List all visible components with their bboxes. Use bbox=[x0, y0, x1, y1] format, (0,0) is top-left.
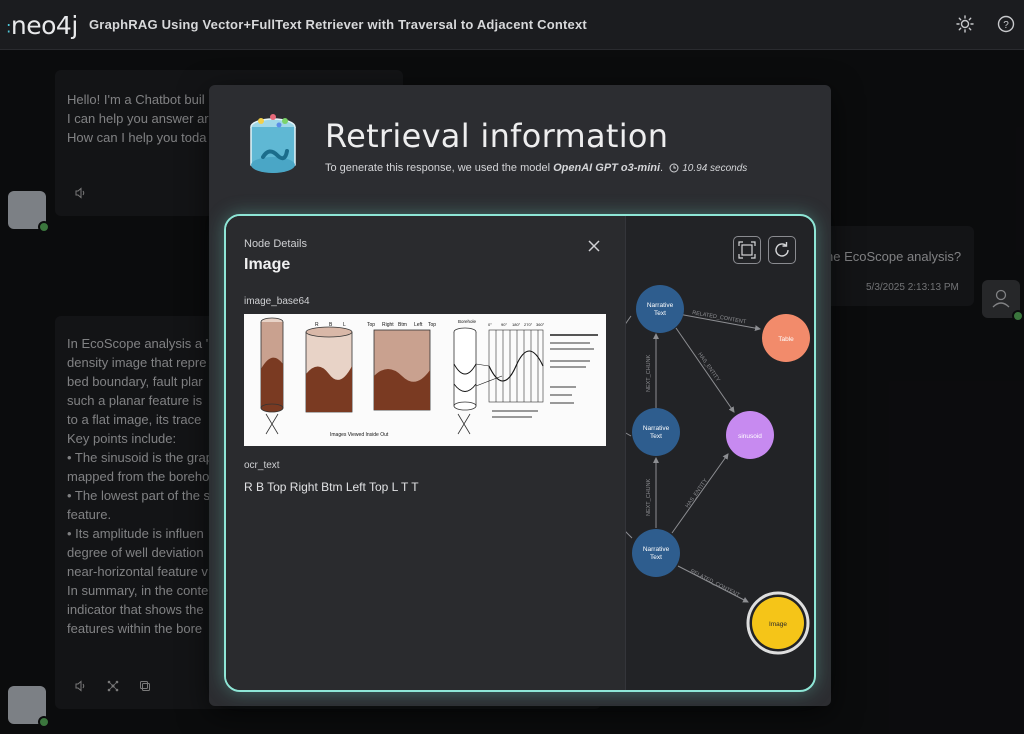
user-avatar bbox=[982, 280, 1024, 322]
response-duration: 10.94 seconds bbox=[682, 163, 748, 174]
graph-edge bbox=[677, 565, 749, 603]
online-status-icon bbox=[1012, 310, 1024, 322]
image-label: Top bbox=[367, 322, 375, 328]
help-icon[interactable]: ? bbox=[996, 14, 1016, 34]
database-illustration-icon bbox=[245, 113, 301, 183]
copy-icon[interactable] bbox=[139, 678, 151, 697]
graph-icon[interactable] bbox=[107, 678, 119, 697]
graph-panel: RELATED_CONTENT HAS_ENTITY NEXT_CHUNK HA… bbox=[224, 214, 816, 692]
modal-title: Retrieval information bbox=[325, 117, 669, 155]
clock-icon bbox=[669, 163, 679, 176]
node-label: Table bbox=[778, 336, 794, 343]
graph-node-narrative-text[interactable]: Narrative Text bbox=[632, 529, 680, 577]
reset-graph-button[interactable] bbox=[768, 236, 796, 264]
image-label: 270° bbox=[524, 322, 533, 327]
graph-canvas[interactable]: RELATED_CONTENT HAS_ENTITY NEXT_CHUNK HA… bbox=[226, 216, 816, 692]
node-label: Text bbox=[650, 433, 662, 440]
edge-label: NEXT_CHUNK bbox=[646, 354, 652, 392]
node-label: sinusoid bbox=[738, 433, 762, 440]
answer-text: In EcoScope analysis a ' density image t… bbox=[67, 336, 213, 636]
graph-edge bbox=[671, 453, 729, 534]
subtitle-suffix: . bbox=[660, 162, 664, 174]
page-title: GraphRAG Using Vector+FullText Retriever… bbox=[89, 17, 587, 32]
edge-label: HAS_ENTITY bbox=[696, 352, 721, 384]
image-label: Top bbox=[428, 322, 436, 328]
image-label: R bbox=[315, 322, 319, 328]
node-details-panel: Node Details Image image_base64 R B L bbox=[226, 216, 626, 690]
graph-edge bbox=[675, 327, 735, 413]
node-image: R B L Top Right Btm Left Top Images View… bbox=[244, 314, 606, 446]
model-name: OpenAI GPT o3-mini bbox=[553, 162, 661, 174]
user-message-text: he EcoScope analysis? bbox=[826, 249, 962, 264]
image-label: Left bbox=[414, 322, 423, 328]
node-label: Narrative bbox=[647, 302, 674, 309]
node-label: Text bbox=[654, 310, 666, 317]
edge-label: RELATED_CONTENT bbox=[689, 568, 741, 598]
image-label: 360° bbox=[536, 322, 545, 327]
image-label: 90° bbox=[501, 322, 507, 327]
image-label: 0° bbox=[488, 322, 492, 327]
details-caption: Node Details bbox=[244, 238, 307, 250]
ocr-text-value: R B Top Right Btm Left Top L T T bbox=[244, 480, 419, 494]
image-label: L bbox=[343, 322, 346, 328]
graph-node-table[interactable]: Table bbox=[762, 314, 810, 362]
neo4j-logo: :neo4j bbox=[6, 11, 78, 40]
edge-label: HAS_ENTITY bbox=[685, 478, 710, 510]
close-icon[interactable] bbox=[586, 238, 602, 254]
modal-subtitle: To generate this response, we used the m… bbox=[325, 162, 747, 176]
greeting-text: Hello! I'm a Chatbot buil I can help you… bbox=[67, 92, 209, 145]
edge-label: NEXT_CHUNK bbox=[646, 478, 652, 516]
fit-view-button[interactable] bbox=[733, 236, 761, 264]
field-label-image: image_base64 bbox=[244, 296, 310, 307]
image-label: B bbox=[329, 322, 333, 328]
graph-node-narrative-text[interactable]: Narrative Text bbox=[632, 408, 680, 456]
user-icon bbox=[992, 289, 1010, 308]
subtitle-prefix: To generate this response, we used the m… bbox=[325, 162, 554, 174]
speaker-icon[interactable] bbox=[75, 678, 87, 697]
node-label: Text bbox=[650, 554, 662, 561]
image-label: Btm bbox=[398, 322, 407, 328]
app-header: :neo4j GraphRAG Using Vector+FullText Re… bbox=[0, 0, 1024, 50]
node-label: Image bbox=[769, 621, 787, 628]
svg-text:?: ? bbox=[1003, 20, 1009, 31]
image-label: Right bbox=[382, 322, 394, 328]
sun-icon[interactable] bbox=[955, 14, 975, 34]
image-caption: Images Viewed Inside Out bbox=[330, 432, 389, 438]
user-message: he EcoScope analysis? 5/3/2025 2:13:13 P… bbox=[810, 226, 974, 306]
graph-node-sinusoid[interactable]: sinusoid bbox=[726, 411, 774, 459]
bot-avatar bbox=[8, 686, 50, 728]
node-label: Narrative bbox=[643, 546, 670, 553]
graph-node-narrative-text[interactable]: Narrative Text bbox=[636, 285, 684, 333]
image-label: 180° bbox=[512, 322, 521, 327]
details-title: Image bbox=[244, 256, 291, 273]
online-status-icon bbox=[38, 221, 50, 233]
message-timestamp: 5/3/2025 2:13:13 PM bbox=[866, 282, 959, 293]
online-status-icon bbox=[38, 716, 50, 728]
graph-node-image-selected[interactable]: Image bbox=[746, 591, 810, 655]
field-label-ocr: ocr_text bbox=[244, 460, 280, 471]
bot-avatar bbox=[8, 191, 50, 233]
speaker-icon[interactable] bbox=[75, 185, 87, 204]
image-label: Borehole bbox=[458, 319, 477, 324]
node-label: Narrative bbox=[643, 425, 670, 432]
